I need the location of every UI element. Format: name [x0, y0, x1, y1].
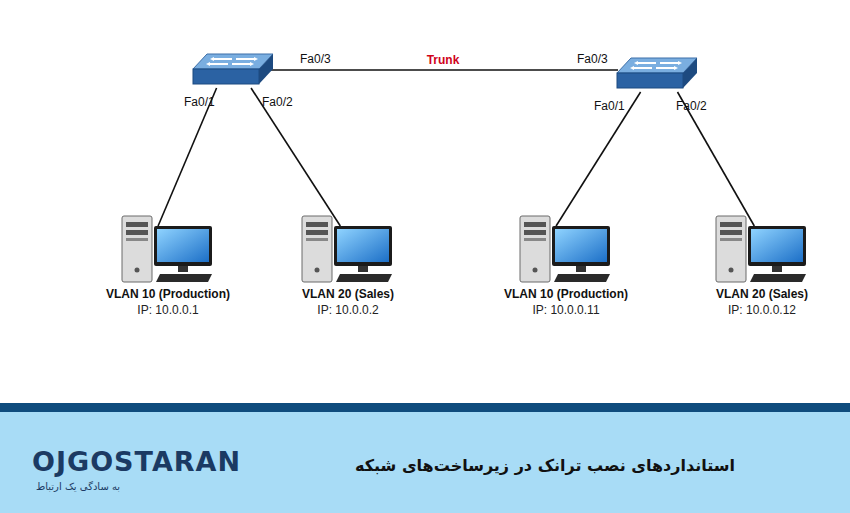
switch-icon	[616, 56, 698, 92]
port-label: Fa0/1	[184, 95, 215, 109]
switch	[616, 56, 698, 96]
access-link	[556, 92, 641, 226]
pc-icon	[714, 212, 810, 286]
port-label: Fa0/1	[594, 99, 625, 113]
pc-icon	[518, 212, 614, 286]
edge-label: Trunk	[425, 53, 462, 67]
port-label: Fa0/2	[676, 99, 707, 113]
pc-station: VLAN 20 (Sales)IP: 10.0.0.2	[300, 212, 396, 318]
vlan-label: VLAN 10 (Production)	[106, 286, 230, 302]
port-label: Fa0/3	[300, 52, 331, 66]
switch	[192, 52, 274, 92]
ip-label: IP: 10.0.0.11	[504, 302, 628, 318]
pc-station: VLAN 10 (Production)IP: 10.0.0.11	[504, 212, 628, 318]
pc-station: VLAN 20 (Sales)IP: 10.0.0.12	[714, 212, 810, 318]
vlan-label: VLAN 10 (Production)	[504, 286, 628, 302]
ip-label: IP: 10.0.0.12	[714, 302, 810, 318]
ip-label: IP: 10.0.0.2	[300, 302, 396, 318]
logo-text: OJGOSTARAN	[32, 446, 241, 477]
pc-icon	[120, 212, 216, 286]
white-ground	[0, 0, 850, 404]
switch-icon	[192, 52, 274, 88]
access-link	[158, 88, 217, 226]
vlan-label: VLAN 20 (Sales)	[300, 286, 396, 302]
pc-icon	[300, 212, 396, 286]
vlan-label: VLAN 20 (Sales)	[714, 286, 810, 302]
access-link	[251, 88, 340, 226]
ip-label: IP: 10.0.0.1	[106, 302, 230, 318]
banner-band	[0, 412, 850, 513]
dark-bar	[0, 403, 850, 412]
pc-station: VLAN 10 (Production)IP: 10.0.0.1	[106, 212, 230, 318]
trunk-link	[268, 70, 618, 71]
port-label: Fa0/2	[262, 95, 293, 109]
port-label: Fa0/3	[577, 52, 608, 66]
banner-title: استانداردهای نصب ترانک در زیرساخت‌های شب…	[355, 456, 735, 475]
logo-tagline: به سادگی یک ارتباط	[36, 481, 120, 492]
